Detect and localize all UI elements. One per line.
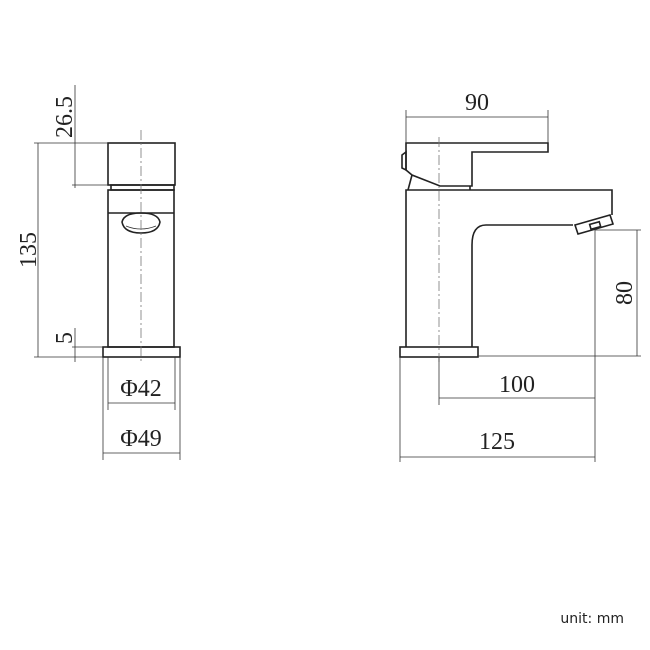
dim-handle-length: 90 bbox=[465, 90, 489, 116]
dim-handle-height: 26.5 bbox=[52, 96, 78, 138]
unit-label: unit: mm bbox=[560, 611, 624, 627]
dim-base-diameter: Φ49 bbox=[120, 426, 162, 452]
front-view: 135 26.5 5 Φ42 Φ49 bbox=[16, 85, 181, 460]
aerator-icon bbox=[121, 212, 161, 234]
dim-spout-reach: 100 bbox=[499, 372, 535, 398]
dim-total-depth: 125 bbox=[479, 429, 515, 455]
dim-spout-height: 80 bbox=[612, 281, 638, 305]
dim-base-height: 5 bbox=[52, 332, 78, 344]
front-handle bbox=[107, 142, 176, 186]
side-aerator bbox=[573, 214, 615, 235]
dim-height-total: 135 bbox=[16, 232, 42, 268]
front-base bbox=[102, 346, 181, 358]
side-body bbox=[405, 189, 613, 347]
dim-body-diameter: Φ42 bbox=[120, 376, 162, 402]
side-view: 90 80 100 125 bbox=[399, 90, 641, 462]
side-handle bbox=[405, 142, 549, 187]
